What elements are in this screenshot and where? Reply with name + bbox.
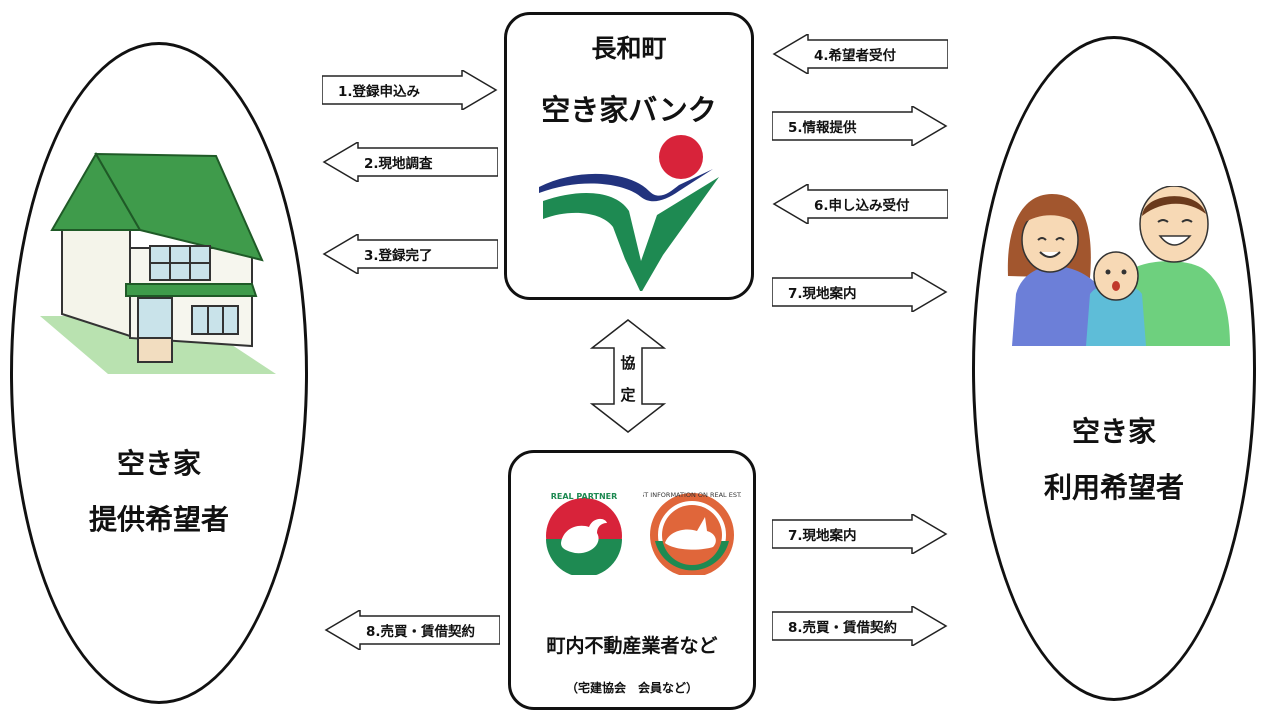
- agreement-char1: 協: [620, 354, 636, 372]
- provider-ellipse: [10, 42, 308, 704]
- step8-right-arrow: 8.売買・賃借契約: [772, 606, 948, 646]
- step4-arrow: 4.希望者受付: [772, 34, 948, 74]
- step8-left-label: 8.売買・賃借契約: [366, 624, 476, 640]
- real-partner-text: REAL PARTNER: [551, 492, 618, 501]
- house-illustration: [40, 152, 276, 374]
- real-estate-agency-box: REAL PARTNER BEST INFORMATION ON REAL ES…: [508, 450, 756, 710]
- agency-title: 町内不動産業者など: [546, 635, 718, 657]
- step8-right-label: 8.売買・賃借契約: [788, 620, 898, 636]
- step1-arrow: 1.登録申込み: [322, 70, 498, 110]
- town-name: 長和町: [591, 34, 667, 63]
- provider-label: 空き家 提供希望者: [10, 436, 308, 548]
- real-partner-logo: REAL PARTNER: [546, 492, 622, 575]
- town-logo: [539, 135, 719, 291]
- bank-name: 空き家バンク: [541, 93, 717, 127]
- step7-top-label: 7.現地案内: [788, 286, 857, 302]
- agreement-char2: 定: [620, 386, 636, 404]
- best-information-text: BEST INFORMATION ON REAL ESTATE: [643, 491, 741, 499]
- agency-subtitle: （宅建協会 会員など）: [565, 681, 698, 695]
- step6-arrow: 6.申し込み受付: [772, 184, 948, 224]
- user-line2: 利用希望者: [1043, 471, 1184, 504]
- user-line1: 空き家: [1071, 415, 1156, 448]
- family-illustration: [1007, 186, 1230, 346]
- user-label: 空き家 利用希望者: [972, 404, 1256, 516]
- step1-label: 1.登録申込み: [338, 84, 421, 100]
- provider-line2: 提供希望者: [88, 503, 229, 536]
- provider-line1: 空き家: [116, 447, 201, 480]
- step5-arrow: 5.情報提供: [772, 106, 948, 146]
- step6-label: 6.申し込み受付: [814, 198, 910, 214]
- step2-arrow: 2.現地調査: [322, 142, 498, 182]
- step7-top-arrow: 7.現地案内: [772, 272, 948, 312]
- akiya-bank-box: 長和町 空き家バンク: [504, 12, 754, 300]
- user-ellipse: [972, 36, 1256, 701]
- agreement-arrow: 協 定: [588, 318, 668, 434]
- step5-label: 5.情報提供: [788, 120, 857, 136]
- step3-label: 3.登録完了: [364, 248, 433, 264]
- best-information-logo: BEST INFORMATION ON REAL ESTATE: [643, 491, 741, 575]
- step7-bottom-arrow: 7.現地案内: [772, 514, 948, 554]
- step4-label: 4.希望者受付: [814, 48, 897, 64]
- step2-label: 2.現地調査: [364, 156, 433, 172]
- step3-arrow: 3.登録完了: [322, 234, 498, 274]
- step8-left-arrow: 8.売買・賃借契約: [324, 610, 500, 650]
- step7-bottom-label: 7.現地案内: [788, 528, 857, 544]
